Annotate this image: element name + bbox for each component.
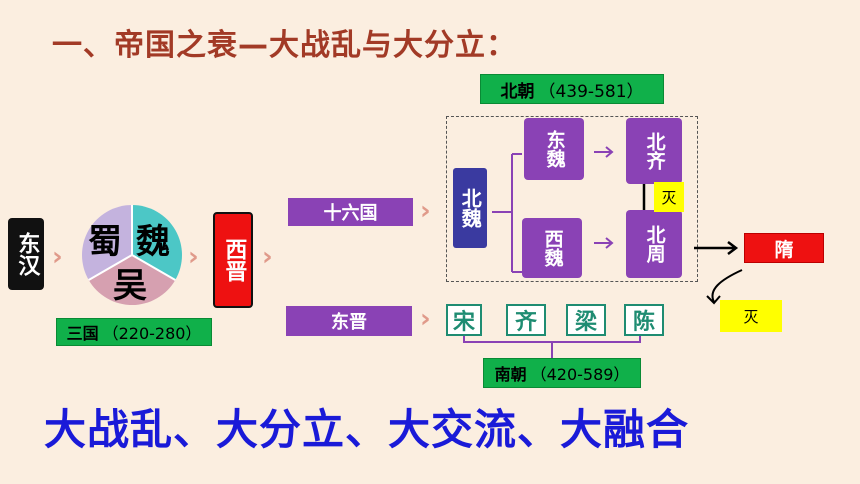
sui-box: 隋 bbox=[744, 233, 824, 263]
pie-slice-wu bbox=[88, 255, 176, 305]
donghan-box: 东汉 bbox=[8, 218, 44, 290]
summary-text: 大战乱、大分立、大交流、大融合 bbox=[44, 405, 690, 454]
beizhou-box: 北周 bbox=[626, 210, 682, 278]
mie-label-1: 灭 bbox=[654, 182, 684, 212]
arrow-chevron-3: › bbox=[262, 242, 273, 272]
mie-label-2: 灭 bbox=[720, 300, 782, 332]
sanguo-pie bbox=[82, 205, 182, 305]
dongwei-box: 东魏 bbox=[524, 118, 584, 180]
nanchao-liang: 梁 bbox=[566, 304, 606, 336]
sanguo-wu: 吴 bbox=[113, 266, 147, 306]
arrow-chevron-5: › bbox=[420, 304, 431, 334]
arrow-chevron-1: › bbox=[52, 242, 63, 272]
beiqi-label: 北齐 bbox=[643, 132, 666, 170]
beichao-region bbox=[446, 116, 698, 282]
arrow-chevron-4: › bbox=[420, 196, 431, 226]
beiqi-box: 北齐 bbox=[626, 118, 682, 184]
beiwei-box: 北魏 bbox=[453, 168, 487, 248]
xiwei-label: 西魏 bbox=[541, 229, 564, 267]
beiwei-label: 北魏 bbox=[458, 188, 483, 228]
nanchao-qi: 齐 bbox=[506, 304, 546, 336]
page-title: 一、帝国之衰—大战乱与大分立： bbox=[52, 28, 517, 63]
nanchao-chen: 陈 bbox=[624, 304, 664, 336]
donghan-label: 东汉 bbox=[14, 232, 40, 276]
arrow-chevron-2: › bbox=[188, 242, 199, 272]
dongwei-label: 东魏 bbox=[543, 130, 566, 168]
dongjin-box: 东晋 bbox=[286, 306, 412, 336]
shiliuguo-box: 十六国 bbox=[288, 198, 413, 226]
sanguo-wei: 魏 bbox=[136, 222, 170, 262]
xijin-box: 西晋 bbox=[213, 212, 253, 308]
beizhou-label: 北周 bbox=[643, 225, 666, 263]
sanguo-label: 三国（220-280） bbox=[56, 318, 212, 346]
sanguo-shu: 蜀 bbox=[88, 222, 122, 262]
nanchao-label: 南朝（420-589） bbox=[483, 358, 641, 388]
beichao-label: 北朝（439-581） bbox=[480, 74, 664, 104]
xijin-label: 西晋 bbox=[221, 238, 247, 282]
nanchao-song: 宋 bbox=[446, 304, 482, 336]
xiwei-box: 西魏 bbox=[522, 218, 582, 278]
